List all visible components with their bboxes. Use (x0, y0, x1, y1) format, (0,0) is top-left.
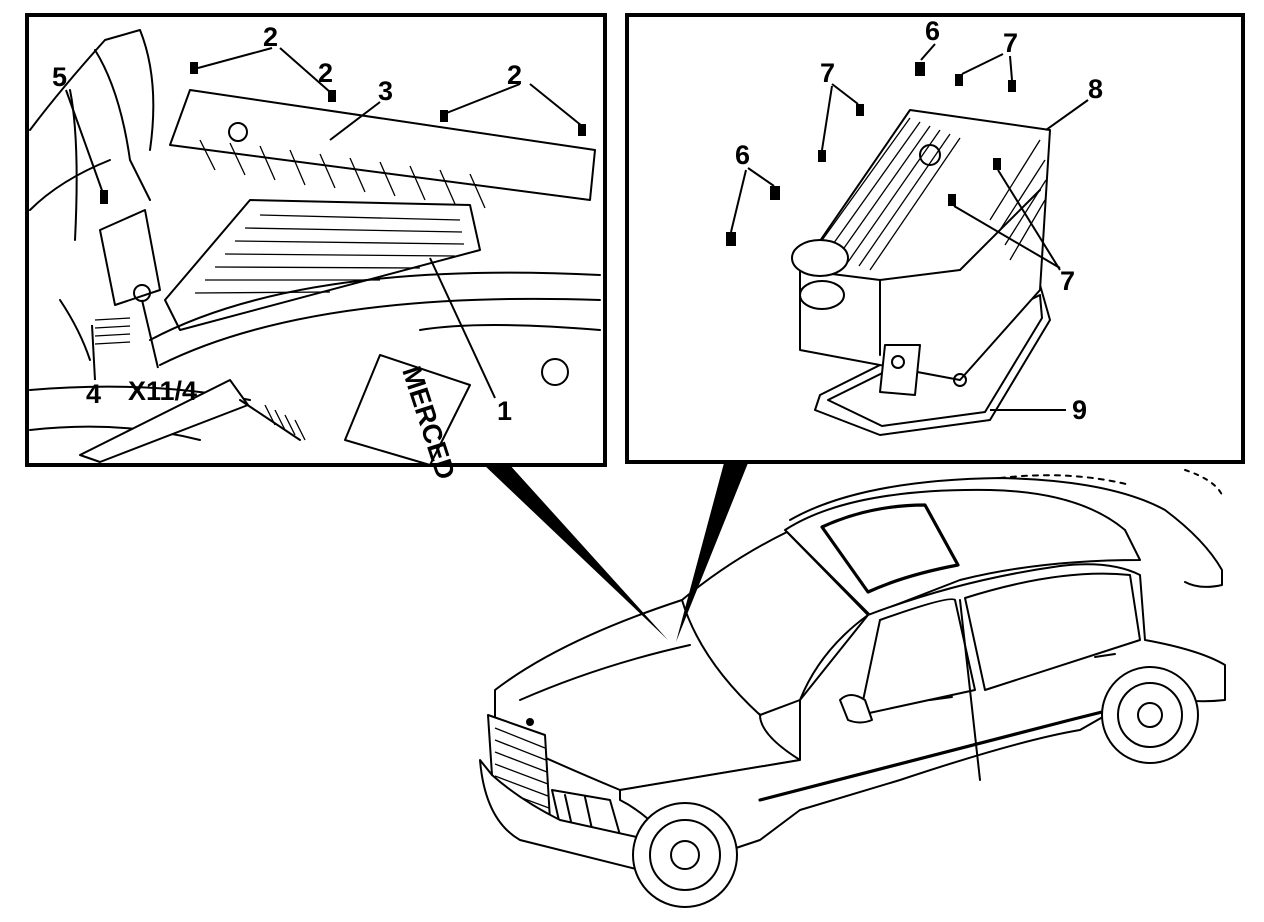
callout-3: 3 (378, 76, 393, 106)
callout-4: 4 (86, 379, 101, 409)
callout-6-a: 6 (925, 16, 940, 46)
callout-2-b: 2 (318, 58, 333, 88)
callout-7-a: 7 (1003, 28, 1018, 58)
callout-9: 9 (1072, 395, 1087, 425)
callout-7-c: 7 (1060, 266, 1075, 296)
callout-6-b: 6 (735, 140, 750, 170)
callout-7-b: 7 (820, 58, 835, 88)
pointer-left-detail (482, 463, 668, 640)
left-detail-panel: MERCED 1 2 2 2 3 4 5 X11/4 (25, 13, 607, 483)
callout-2-c: 2 (507, 60, 522, 90)
right-detail-panel: 6 6 7 7 7 8 9 (625, 13, 1245, 464)
car-illustration (479, 469, 1226, 908)
callout-8: 8 (1088, 74, 1103, 104)
callout-2-a: 2 (263, 22, 278, 52)
callout-1: 1 (497, 396, 512, 426)
pointer-right-detail (676, 463, 748, 642)
callout-5: 5 (52, 62, 67, 92)
callout-x11-4: X11/4 (128, 376, 197, 406)
